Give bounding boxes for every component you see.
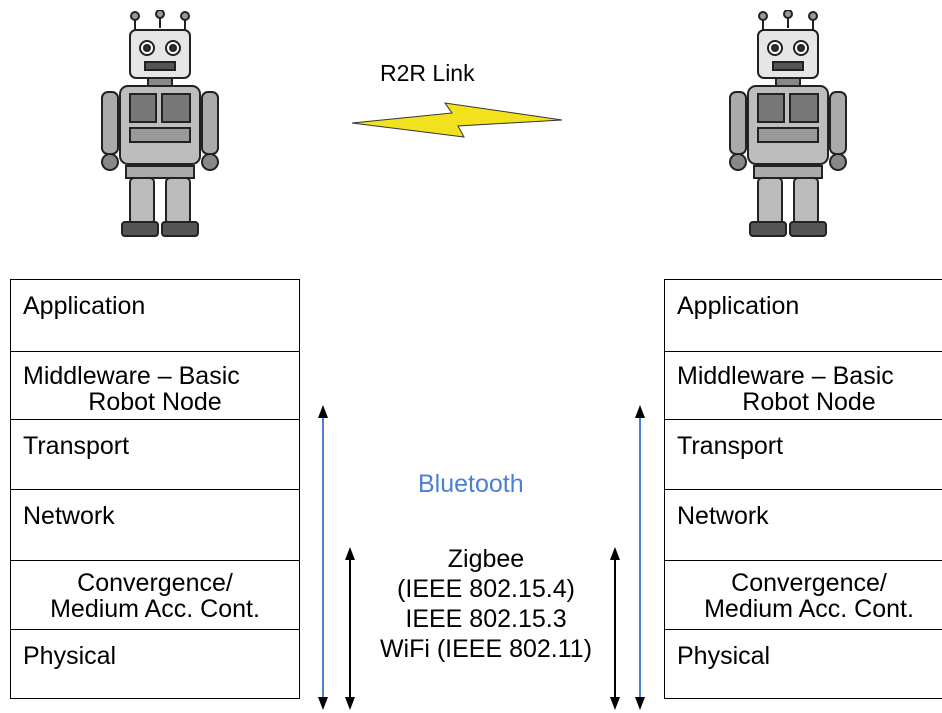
arrowhead-down-icon (635, 697, 645, 710)
protocol-list: Zigbee (IEEE 802.15.4) IEEE 802.15.3 WiF… (356, 544, 616, 664)
protocol-item: IEEE 802.15.3 (405, 605, 567, 633)
protocol-item: Zigbee (447, 545, 525, 573)
protocol-item: WiFi (IEEE 802.11) (379, 635, 593, 663)
arrowhead-down-icon (318, 697, 328, 710)
layer-transport: Transport (11, 420, 299, 490)
layer-physical: Physical (677, 642, 771, 670)
robot-icon-left (101, 10, 219, 237)
arrowhead-down-icon (610, 697, 620, 710)
layer-network: Network (11, 490, 299, 561)
robot-icon-right (729, 10, 847, 237)
protocol-stack-right: Application Middleware – Basic Robot Nod… (664, 279, 942, 699)
layer-convergence: Convergence/ Medium Acc. Cont. (11, 561, 299, 630)
protocol-stack-left: Application Middleware – Basic Robot Nod… (10, 279, 300, 699)
lightning-bolt-icon (351, 102, 563, 138)
layer-middleware: Middleware – Basic Robot Node (11, 352, 299, 420)
layer-middleware: Middleware – Basic Robot Node (665, 352, 942, 420)
arrowhead-down-icon (345, 697, 355, 710)
arrowhead-up-icon (610, 547, 620, 560)
layer-application: Application (11, 280, 299, 352)
layer-network: Network (665, 490, 942, 561)
arrowhead-up-icon (318, 405, 328, 418)
layer-physical: Physical (23, 642, 117, 670)
arrowhead-up-icon (345, 547, 355, 560)
layer-application: Application (665, 280, 942, 352)
layer-convergence: Convergence/ Medium Acc. Cont. (665, 561, 942, 630)
link-label: R2R Link (380, 60, 475, 86)
layer-transport: Transport (665, 420, 942, 490)
bluetooth-label: Bluetooth (418, 470, 524, 498)
protocol-item: (IEEE 802.15.4) (397, 575, 575, 603)
arrowhead-up-icon (635, 405, 645, 418)
